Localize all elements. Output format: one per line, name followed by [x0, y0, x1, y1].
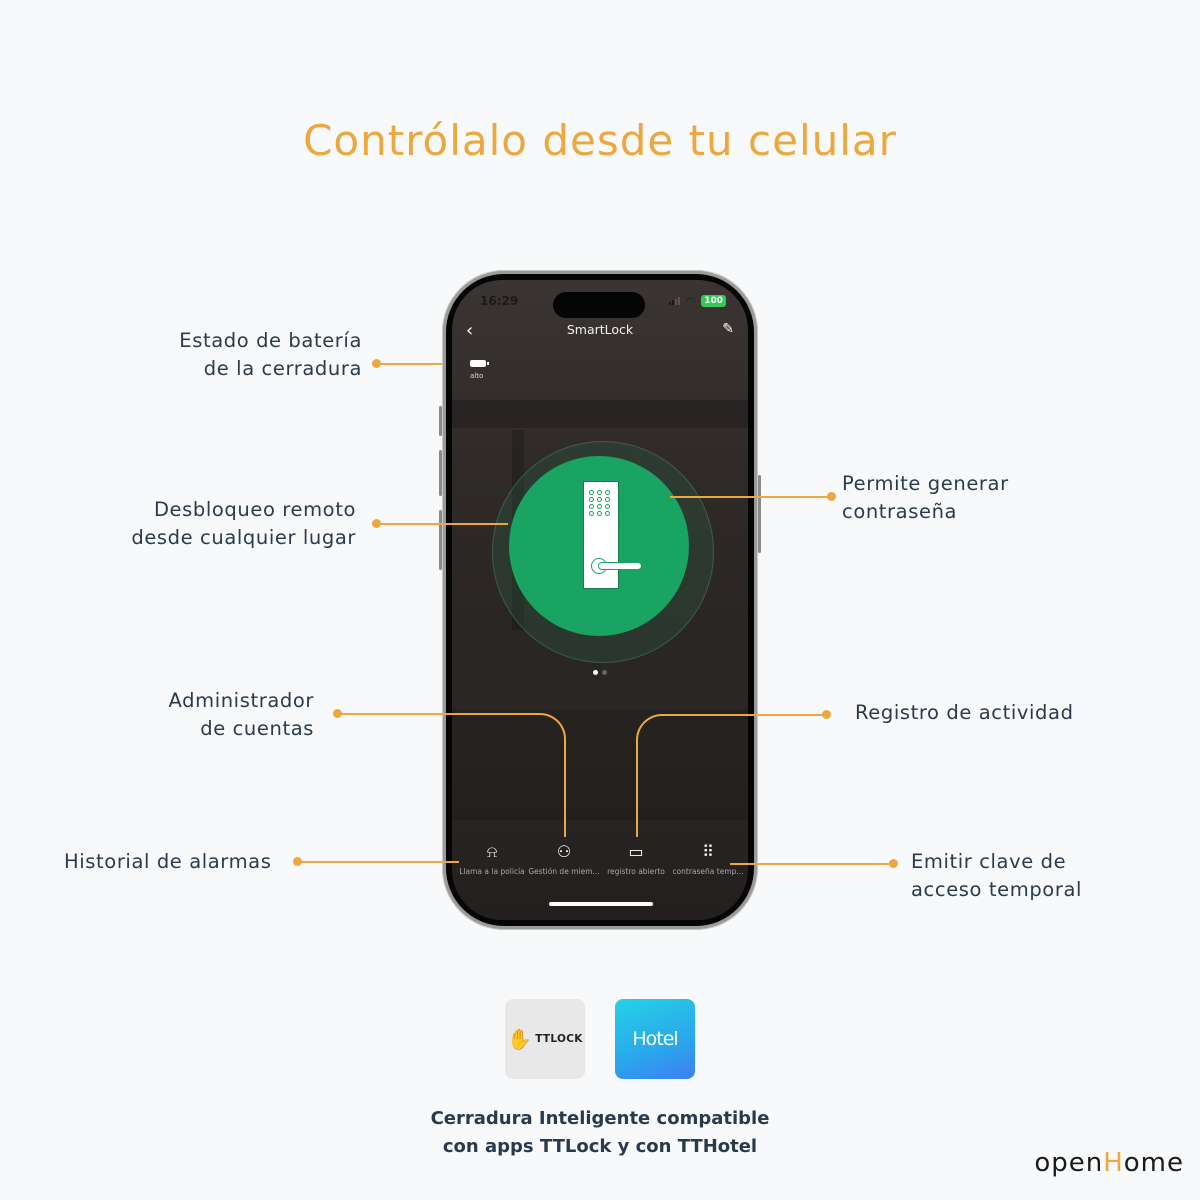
annotation-text: Emitir clave de — [911, 850, 1067, 873]
annotation-text: Permite generar — [842, 472, 1009, 495]
bg-shadow — [452, 400, 748, 428]
brand-text: open — [1034, 1148, 1104, 1178]
annotation-text: desde cualquier lugar — [131, 526, 356, 549]
connector-dot — [889, 859, 898, 868]
status-time: 16:29 — [480, 294, 519, 308]
keypad-icon — [589, 490, 611, 516]
connector-line — [297, 861, 459, 863]
annotation-remote-unlock: Desbloqueo remoto desde cualquier lugar — [100, 496, 356, 552]
annotation-text: contraseña — [842, 500, 958, 523]
compatibility-caption: Cerradura Inteligente compatible con app… — [0, 1105, 1200, 1161]
bottom-actions: ⍾ Llama a la policía ⚇ Gestión de miem..… — [452, 842, 748, 876]
tab-members[interactable]: ⚇ Gestión de miem... — [528, 842, 600, 876]
edit-button[interactable]: ✎ — [722, 321, 734, 337]
calendar-icon: ▭ — [628, 842, 644, 861]
phone-mockup: 16:29 ◠ 100 ‹ SmartLock ✎ alto ⍾ Lla — [439, 270, 761, 930]
brand-text: ome — [1123, 1148, 1184, 1178]
caption-text: Cerradura Inteligente compatible — [430, 1108, 770, 1129]
annotation-accounts: Administrador de cuentas — [110, 687, 314, 743]
lock-battery-label: alto — [470, 372, 484, 380]
annotation-battery: Estado de batería de la cerradura — [150, 327, 362, 383]
tthotel-app-logo: Hotel — [615, 999, 695, 1079]
unlock-button[interactable] — [509, 456, 689, 636]
tab-label: contraseña temp... — [672, 867, 744, 876]
dynamic-island — [553, 292, 645, 318]
connector-line — [564, 740, 566, 837]
status-icons: ◠ 100 — [669, 295, 726, 307]
connector-line — [660, 714, 826, 716]
connector-line — [670, 496, 830, 498]
brand-text-accent: H — [1103, 1148, 1124, 1178]
ttlock-app-logo: ✋ TTLOCK — [505, 999, 585, 1079]
phone-side-button — [439, 406, 442, 436]
hand-key-icon: ✋ — [507, 1027, 533, 1051]
annotation-alarms: Historial de alarmas — [64, 848, 272, 876]
caption-text: con apps TTLock y con TTHotel — [442, 1136, 758, 1157]
annotation-temp-key: Emitir clave de acceso temporal — [911, 848, 1082, 904]
users-icon: ⚇ — [556, 842, 572, 861]
keypad-icon: ⠿ — [702, 842, 714, 861]
tab-temp-password[interactable]: ⠿ contraseña temp... — [672, 842, 744, 876]
ttlock-wordmark: TTLOCK — [535, 1033, 583, 1045]
annotation-text: Administrador — [168, 689, 314, 712]
annotation-activity: Registro de actividad — [855, 699, 1074, 727]
phone-volume-up — [439, 450, 442, 496]
annotation-text: Estado de batería — [179, 329, 362, 352]
connector-line — [376, 523, 508, 525]
bg-shadow — [452, 710, 748, 820]
annotation-text: de cuentas — [200, 717, 314, 740]
annotation-text: Desbloqueo remoto — [153, 498, 356, 521]
annotation-text: de la cerradura — [203, 357, 362, 380]
lock-battery-icon — [470, 360, 489, 367]
hotel-wordmark: Hotel — [632, 1028, 678, 1050]
signal-icon — [669, 297, 681, 305]
wifi-icon: ◠ — [686, 295, 696, 307]
connector-dot — [827, 492, 836, 501]
connector-dot — [822, 710, 831, 719]
tab-label: registro abierto — [607, 867, 665, 876]
app-screen: 16:29 ◠ 100 ‹ SmartLock ✎ alto ⍾ Lla — [452, 280, 748, 920]
annotation-password: Permite generar contraseña — [842, 470, 1009, 526]
tab-label: Gestión de miem... — [528, 867, 600, 876]
back-button[interactable]: ‹ — [466, 320, 474, 341]
phone-power-button — [758, 475, 761, 553]
home-indicator[interactable] — [549, 902, 653, 906]
nav-title: SmartLock — [566, 322, 634, 337]
tab-police[interactable]: ⍾ Llama a la policía — [456, 842, 528, 876]
phone-volume-down — [439, 510, 442, 570]
alarm-light-icon: ⍾ — [486, 842, 498, 861]
connector-curve — [636, 714, 668, 746]
annotation-text: acceso temporal — [911, 878, 1083, 901]
connector-line — [376, 363, 464, 365]
connector-line — [636, 742, 638, 837]
annotation-text: Registro de actividad — [855, 701, 1074, 724]
tab-label: Llama a la policía — [459, 867, 525, 876]
page-title: Contrólalo desde tu celular — [303, 116, 897, 165]
page-indicator[interactable] — [452, 670, 748, 675]
battery-icon: 100 — [701, 295, 726, 307]
annotation-text: Historial de alarmas — [64, 850, 272, 873]
tab-records[interactable]: ▭ registro abierto — [600, 842, 672, 876]
connector-line — [730, 863, 892, 865]
connector-line — [337, 713, 533, 715]
brand-logo: openHome — [1034, 1148, 1184, 1178]
door-lock-icon — [583, 481, 642, 589]
lock-handle-icon — [598, 562, 642, 570]
